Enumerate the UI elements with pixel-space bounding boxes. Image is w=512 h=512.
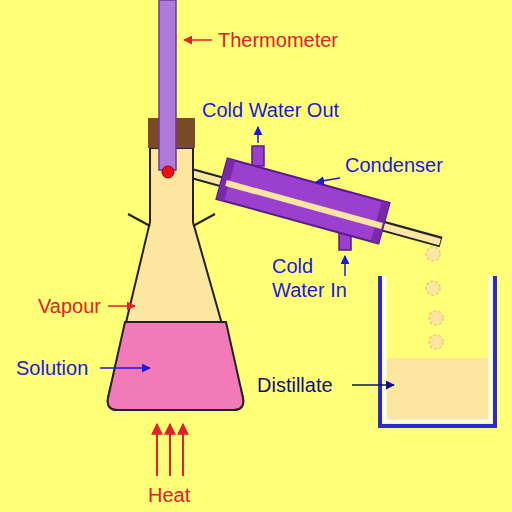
leader-arrow bbox=[344, 256, 346, 276]
inner-tube bbox=[226, 183, 382, 226]
callout-label: Thermometer bbox=[218, 28, 338, 52]
leader-arrow bbox=[108, 305, 135, 307]
callout-label: Vapour bbox=[38, 294, 101, 318]
callout-label: Heat bbox=[148, 483, 190, 507]
leader-arrow bbox=[316, 178, 340, 182]
callout-label: Condenser bbox=[345, 153, 443, 177]
beaker bbox=[380, 276, 495, 426]
leader-arrow bbox=[184, 39, 212, 41]
heat-arrows bbox=[157, 424, 183, 476]
callout-label: Distillate bbox=[257, 373, 333, 397]
callout-label: Cold Water Out bbox=[202, 98, 339, 122]
leader-arrow bbox=[352, 384, 394, 386]
distillate-liquid bbox=[384, 358, 491, 422]
callout-label: Solution bbox=[16, 356, 88, 380]
drops bbox=[426, 247, 443, 349]
water-outlet bbox=[252, 146, 264, 166]
callout-label: Cold Water In bbox=[272, 254, 364, 302]
leader-arrow bbox=[100, 367, 150, 369]
ground-joint bbox=[128, 214, 215, 226]
solution-liquid bbox=[108, 322, 244, 410]
thermometer bbox=[159, 0, 176, 170]
flask bbox=[108, 148, 244, 410]
thermometer-bulb bbox=[162, 166, 174, 178]
leader-arrow bbox=[257, 127, 259, 143]
beaker-inner bbox=[385, 276, 490, 421]
